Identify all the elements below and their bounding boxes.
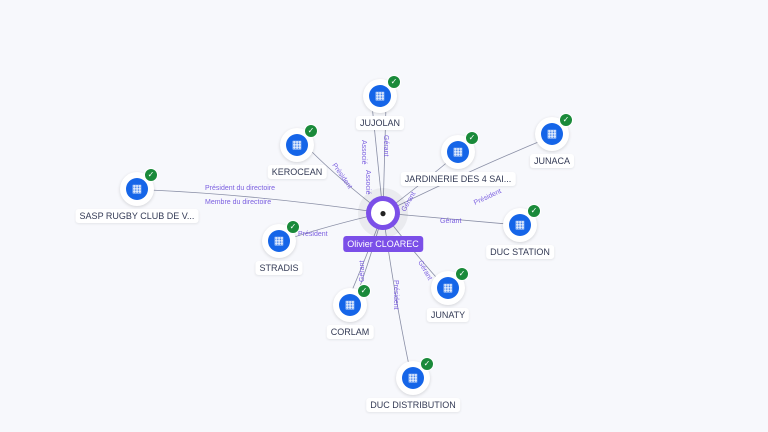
person-label: Olivier CLOAREC: [343, 236, 423, 252]
edge-label: Gérant: [401, 191, 418, 213]
edge-label: Président du directoire: [205, 185, 275, 192]
edge-label: Gérant: [359, 261, 366, 282]
verified-check-icon: ✓: [357, 284, 371, 298]
node-label: JUJOLAN: [355, 116, 405, 130]
verified-check-icon: ✓: [527, 204, 541, 218]
edge-label: Président: [330, 162, 353, 190]
edge-label: Membre du directoire: [205, 199, 271, 206]
edge-label: Associé: [364, 170, 371, 195]
verified-check-icon: ✓: [144, 168, 158, 182]
building-icon: ▦: [447, 141, 469, 163]
building-icon: ▦: [369, 85, 391, 107]
node-label: STRADIS: [255, 261, 303, 275]
verified-check-icon: ✓: [559, 113, 573, 127]
edge-label: Président: [392, 280, 399, 310]
verified-check-icon: ✓: [304, 124, 318, 138]
node-label: CORLAM: [326, 325, 374, 339]
node-label: JARDINERIE DES 4 SAI...: [400, 172, 516, 186]
node-label: KEROCEAN: [267, 165, 327, 179]
node-label: JUNACA: [529, 154, 575, 168]
node-label: DUC DISTRIBUTION: [366, 398, 460, 412]
verified-check-icon: ✓: [455, 267, 469, 281]
building-icon: ▦: [286, 134, 308, 156]
building-icon: ▦: [126, 178, 148, 200]
person-icon: ●: [371, 201, 395, 225]
edge-label: Président: [298, 231, 328, 238]
building-icon: ▦: [268, 230, 290, 252]
verified-check-icon: ✓: [420, 357, 434, 371]
verified-check-icon: ✓: [465, 131, 479, 145]
building-icon: ▦: [402, 367, 424, 389]
node-label: JUNATY: [426, 308, 470, 322]
node-label: DUC STATION: [486, 245, 554, 259]
verified-check-icon: ✓: [286, 220, 300, 234]
edge-label: Gérant: [382, 135, 389, 156]
edge-label: Gérant: [440, 218, 461, 225]
building-icon: ▦: [339, 294, 361, 316]
node-label: SASP RUGBY CLUB DE V...: [75, 209, 199, 223]
building-icon: ▦: [541, 123, 563, 145]
building-icon: ▦: [509, 214, 531, 236]
verified-check-icon: ✓: [387, 75, 401, 89]
edge-label: Président: [473, 188, 503, 207]
building-icon: ▦: [437, 277, 459, 299]
edge-label: Associé: [360, 140, 367, 165]
